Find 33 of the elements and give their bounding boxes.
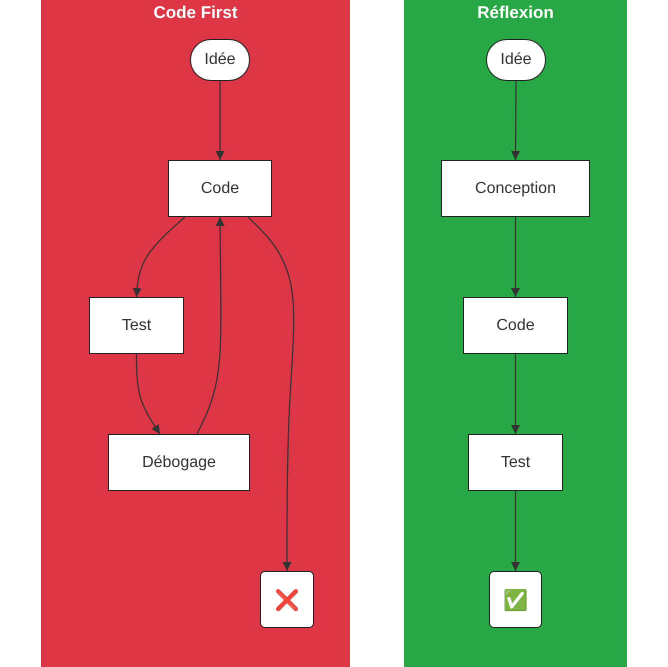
end-box — [489, 571, 542, 628]
arrow — [511, 354, 520, 434]
arrow — [511, 81, 520, 160]
arrow — [196, 217, 225, 434]
arrow — [511, 491, 520, 571]
lane-title: Réflexion — [477, 3, 554, 23]
node-label: Code — [496, 316, 535, 334]
process-box — [89, 297, 184, 354]
lane-title: Code First — [153, 3, 238, 23]
process-box — [108, 434, 250, 491]
status-emoji: ✅ — [503, 588, 528, 612]
arrow — [136, 354, 160, 434]
node-label: Code — [200, 180, 240, 198]
node-label: Test — [500, 454, 530, 472]
arrow — [248, 216, 294, 571]
status-emoji: ❌ — [274, 588, 300, 612]
arrow — [132, 216, 186, 298]
swimlane — [41, 0, 350, 667]
end-box — [260, 571, 314, 628]
arrow — [216, 81, 224, 160]
swimlane — [404, 0, 627, 667]
node-label: Conception — [475, 180, 556, 198]
start-terminal — [486, 39, 546, 81]
process-box — [168, 160, 272, 217]
process-box — [463, 297, 568, 354]
process-box — [468, 434, 563, 491]
node-label: Débogage — [142, 454, 216, 472]
node-label: Idée — [204, 51, 236, 69]
node-label: Test — [122, 316, 152, 334]
node-label: Idée — [500, 51, 532, 69]
arrow — [511, 217, 520, 297]
start-terminal — [190, 39, 250, 81]
process-box — [441, 160, 590, 217]
